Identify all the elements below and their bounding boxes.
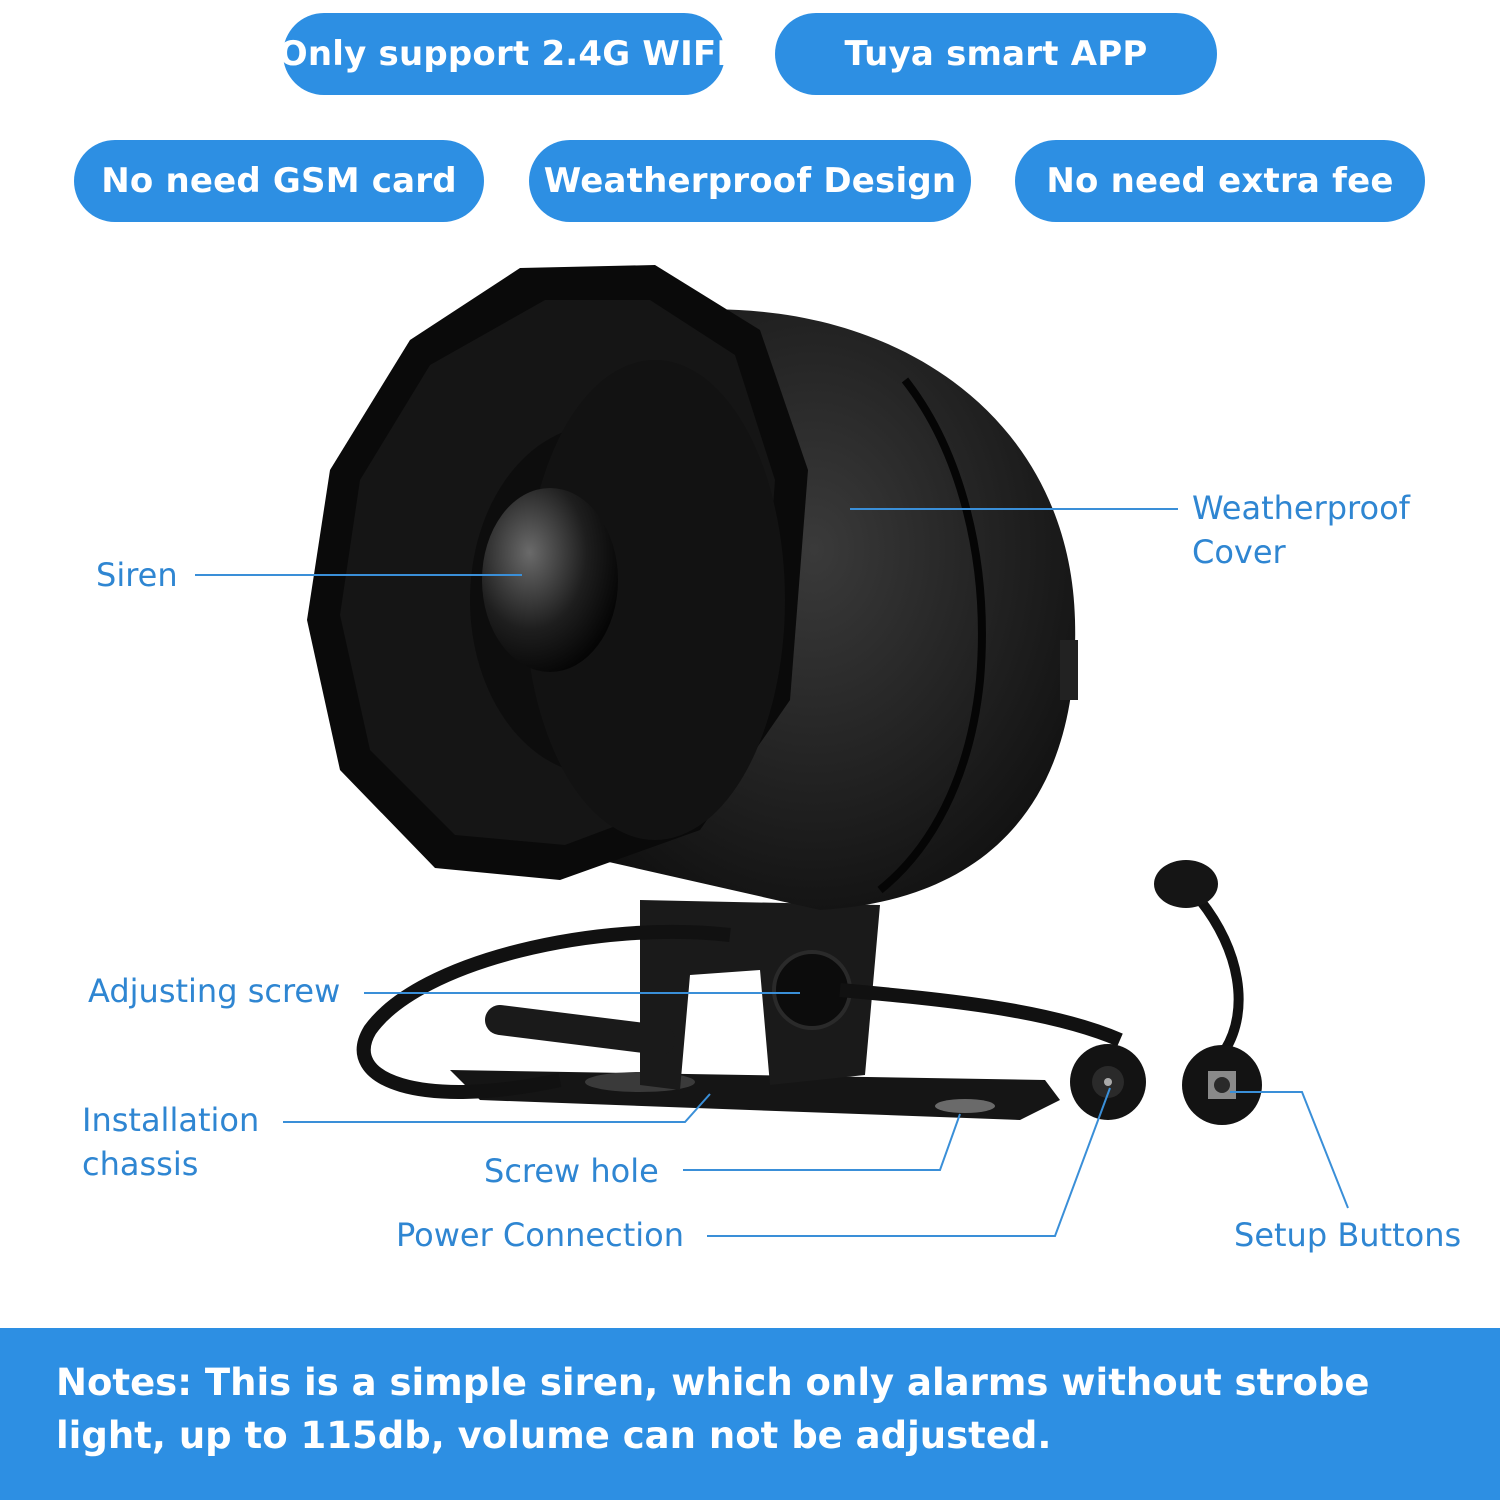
siren-product-image bbox=[195, 265, 1349, 1237]
screw-hole bbox=[935, 1099, 995, 1113]
callout-power-connection: Power Connection bbox=[396, 1216, 684, 1254]
cable-loop bbox=[356, 924, 731, 1099]
notes-banner: Notes: This is a simple siren, which onl… bbox=[0, 1328, 1500, 1500]
leader-lines bbox=[195, 508, 1349, 1237]
callout-setup-buttons: Setup Buttons bbox=[1234, 1216, 1462, 1254]
callout-adjusting-screw: Adjusting screw bbox=[88, 972, 341, 1010]
callout-weatherproof-cover: Weatherproof Cover bbox=[1192, 486, 1410, 574]
feature-pill-fee: No need extra fee bbox=[1015, 140, 1425, 222]
feature-pill-weatherproof: Weatherproof Design bbox=[529, 140, 971, 222]
notes-text: Notes: This is a simple siren, which onl… bbox=[56, 1361, 1370, 1457]
feature-pill-app: Tuya smart APP bbox=[775, 13, 1217, 95]
feature-pill-wifi: Only support 2.4G WIFI bbox=[279, 13, 729, 95]
callout-siren: Siren bbox=[96, 556, 178, 594]
adjusting-screw bbox=[772, 950, 852, 1030]
mounting-bracket bbox=[640, 900, 880, 1090]
connector-cap bbox=[1154, 860, 1218, 908]
callout-installation-chassis-line1: Installation bbox=[82, 1101, 260, 1139]
callout-weatherproof-cover-line2: Cover bbox=[1192, 533, 1286, 571]
callout-installation-chassis-line2: chassis bbox=[82, 1145, 199, 1183]
siren-dome bbox=[482, 488, 618, 672]
feature-pill-gsm: No need GSM card bbox=[74, 140, 484, 222]
callout-installation-chassis: Installation chassis bbox=[82, 1098, 259, 1186]
callout-screw-hole: Screw hole bbox=[484, 1152, 659, 1190]
callout-weatherproof-cover-line1: Weatherproof bbox=[1192, 489, 1410, 527]
